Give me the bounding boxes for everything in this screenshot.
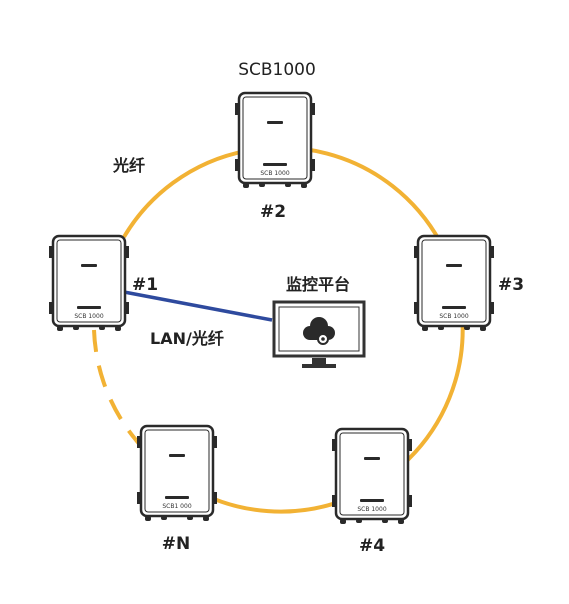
device-plate: SCB 1000 bbox=[357, 506, 386, 513]
device-node-3: SCB 1000 bbox=[412, 234, 496, 333]
node-label-2: #2 bbox=[260, 202, 286, 222]
link-label: LAN/光纤 bbox=[150, 329, 224, 348]
node-label-1: #1 bbox=[132, 275, 158, 295]
fiber-ring-dashed-segment bbox=[92, 329, 138, 442]
device-model-label: SCB1000 bbox=[238, 60, 316, 80]
device-plate: SCB 1000 bbox=[74, 313, 103, 320]
device-node-2: SCB 1000 bbox=[233, 91, 317, 190]
device-node-4: SCB 1000 bbox=[330, 427, 414, 526]
device-node-1: SCB 1000 bbox=[47, 234, 131, 333]
node-label-n: #N bbox=[162, 534, 190, 554]
node-label-3: #3 bbox=[498, 275, 524, 295]
device-plate: SCB 1000 bbox=[439, 313, 468, 320]
cloud-gear-icon bbox=[303, 317, 335, 345]
monitor-platform bbox=[272, 300, 366, 368]
platform-label: 监控平台 bbox=[286, 275, 350, 294]
fiber-label: 光纤 bbox=[112, 156, 145, 175]
device-plate: SCB1 000 bbox=[162, 503, 191, 510]
device-plate: SCB 1000 bbox=[260, 170, 289, 177]
node-label-4: #4 bbox=[359, 536, 385, 556]
device-node-n: SCB1 000 bbox=[135, 424, 219, 523]
lan-link bbox=[123, 290, 273, 322]
